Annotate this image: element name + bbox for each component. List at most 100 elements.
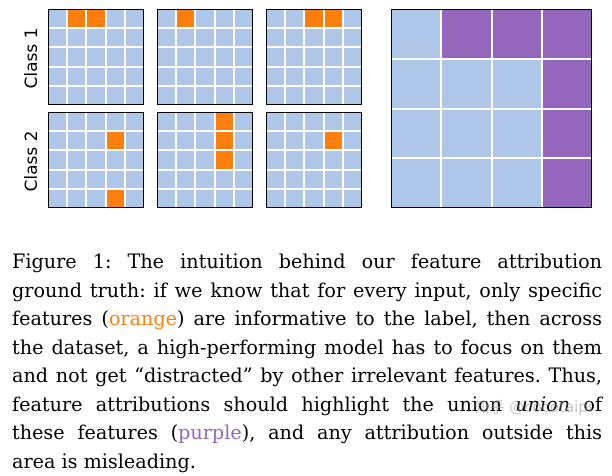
feature-cell xyxy=(196,86,214,104)
feature-cell xyxy=(158,10,176,28)
feature-cell xyxy=(106,48,124,66)
feature-cell xyxy=(215,170,233,188)
union-attribution-grid xyxy=(391,9,592,208)
feature-cell xyxy=(125,170,143,188)
feature-cell xyxy=(125,10,143,28)
feature-cell xyxy=(392,109,441,158)
caption-text-2: ) are informative to the label, then acr… xyxy=(12,307,602,416)
feature-cell xyxy=(106,29,124,47)
feature-cell xyxy=(196,67,214,85)
feature-cell xyxy=(177,29,195,47)
feature-cell xyxy=(49,29,67,47)
feature-cell xyxy=(68,29,86,47)
feature-cell xyxy=(267,113,285,131)
feature-cell xyxy=(196,151,214,169)
informative-feature-cell xyxy=(68,10,86,28)
informative-feature-cell xyxy=(324,132,342,150)
feature-cell xyxy=(49,67,67,85)
feature-cell xyxy=(125,132,143,150)
feature-cell xyxy=(196,132,214,150)
feature-cell xyxy=(324,67,342,85)
feature-cell xyxy=(68,113,86,131)
feature-cell xyxy=(87,29,105,47)
feature-cell xyxy=(215,29,233,47)
feature-cell xyxy=(343,86,361,104)
feature-cell xyxy=(234,48,252,66)
feature-cell xyxy=(87,113,105,131)
feature-cell xyxy=(215,10,233,28)
feature-cell xyxy=(343,151,361,169)
feature-cell xyxy=(343,132,361,150)
informative-feature-cell xyxy=(215,132,233,150)
feature-cell xyxy=(343,67,361,85)
feature-cell xyxy=(286,48,304,66)
informative-feature-cell xyxy=(106,132,124,150)
feature-cell xyxy=(125,29,143,47)
union-feature-cell xyxy=(542,109,591,158)
feature-cell xyxy=(68,170,86,188)
watermark: 知乎 @cocotaipi xyxy=(474,398,592,416)
feature-cell xyxy=(87,151,105,169)
feature-cell xyxy=(286,10,304,28)
feature-cell xyxy=(158,48,176,66)
feature-cell xyxy=(158,170,176,188)
row-label-class-1: Class 1 xyxy=(22,27,42,89)
feature-cell xyxy=(286,132,304,150)
feature-cell xyxy=(343,189,361,207)
feature-cell xyxy=(106,67,124,85)
informative-feature-cell xyxy=(215,151,233,169)
feature-cell xyxy=(392,10,441,58)
feature-cell xyxy=(392,159,441,207)
feature-cell xyxy=(158,189,176,207)
feature-cell xyxy=(234,29,252,47)
feature-cell xyxy=(215,48,233,66)
feature-cell xyxy=(305,67,323,85)
feature-cell xyxy=(49,10,67,28)
feature-cell xyxy=(177,189,195,207)
feature-cell xyxy=(68,189,86,207)
feature-cell xyxy=(196,189,214,207)
union-feature-cell xyxy=(542,10,591,58)
feature-cell xyxy=(267,132,285,150)
feature-cell xyxy=(125,67,143,85)
feature-cell xyxy=(106,151,124,169)
feature-cell xyxy=(196,29,214,47)
union-feature-cell xyxy=(542,59,591,108)
feature-cell xyxy=(49,189,67,207)
feature-cell xyxy=(267,67,285,85)
informative-feature-cell xyxy=(324,10,342,28)
feature-cell xyxy=(125,86,143,104)
caption-orange-word: orange xyxy=(108,307,177,330)
caption-purple-word: purple xyxy=(178,421,242,444)
feature-cell xyxy=(286,86,304,104)
feature-cell xyxy=(343,48,361,66)
feature-cell xyxy=(49,113,67,131)
feature-cell xyxy=(158,151,176,169)
feature-cell xyxy=(305,86,323,104)
caption-text-1: Figure 1: The intuition behind our featu… xyxy=(12,250,602,330)
feature-cell xyxy=(267,189,285,207)
input-grid-class1-b xyxy=(157,9,253,105)
feature-cell xyxy=(267,170,285,188)
feature-cell xyxy=(234,67,252,85)
caption-text-3: of these features ( xyxy=(12,392,602,445)
feature-cell xyxy=(442,109,491,158)
feature-cell xyxy=(286,170,304,188)
feature-cell xyxy=(286,67,304,85)
input-grid-class2-c xyxy=(266,112,362,208)
feature-cell xyxy=(87,67,105,85)
feature-cell xyxy=(392,59,441,108)
informative-feature-cell xyxy=(305,10,323,28)
feature-cell xyxy=(196,48,214,66)
feature-cell xyxy=(106,113,124,131)
feature-cell xyxy=(49,132,67,150)
feature-cell xyxy=(196,10,214,28)
feature-cell xyxy=(492,109,541,158)
feature-cell xyxy=(177,67,195,85)
feature-cell xyxy=(234,189,252,207)
feature-cell xyxy=(177,113,195,131)
feature-cell xyxy=(305,113,323,131)
feature-cell xyxy=(158,29,176,47)
feature-cell xyxy=(267,29,285,47)
feature-cell xyxy=(125,48,143,66)
